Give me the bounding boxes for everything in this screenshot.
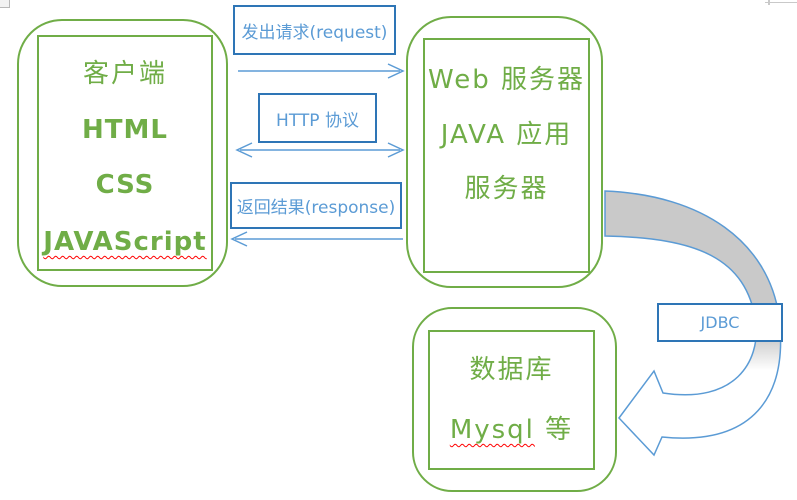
request-label: 发出请求(request)	[241, 22, 388, 43]
client-title: 客户端	[82, 59, 167, 89]
database-inner-box: 数据库 Mysql 等	[428, 330, 595, 470]
client-inner-box: 客户端 HTML CSS JAVAScript	[37, 35, 213, 271]
response-label-box: 返回结果(response)	[230, 182, 402, 229]
database-name-line: Mysql 等	[430, 415, 593, 445]
request-label-box: 发出请求(request)	[233, 5, 396, 55]
ruler-tick-artifact	[768, 0, 770, 5]
response-label: 返回结果(response)	[236, 198, 396, 218]
database-title: 数据库	[469, 355, 554, 385]
mysql-suffix-label: 等	[545, 415, 574, 445]
javascript-label: JAVAScript	[43, 227, 207, 257]
client-item-html: HTML	[82, 115, 168, 145]
server-line-web: Web 服务器	[428, 65, 585, 95]
server-line-java: JAVA 应用	[440, 120, 573, 150]
ruler-line-artifact	[765, 2, 797, 3]
http-label-box: HTTP 协议	[258, 93, 377, 143]
client-item-javascript: JAVAScript	[39, 227, 211, 257]
jdbc-label: JDBC	[700, 313, 740, 332]
curved-arrow-icon	[604, 190, 782, 457]
client-box: 客户端 HTML CSS JAVAScript	[17, 19, 228, 287]
arrow-double-icon	[235, 142, 405, 158]
server-line-server: 服务器	[464, 174, 549, 204]
mysql-label: Mysql	[449, 415, 535, 445]
window-corner-artifact	[0, 0, 10, 8]
server-box: Web 服务器 JAVA 应用 服务器	[406, 16, 603, 288]
arrow-left-icon	[230, 231, 403, 247]
http-label: HTTP 协议	[276, 110, 359, 131]
server-inner-box: Web 服务器 JAVA 应用 服务器	[423, 38, 590, 273]
arrow-right-icon	[238, 63, 405, 79]
jdbc-label-box: JDBC	[657, 303, 783, 342]
client-item-css: CSS	[95, 170, 155, 200]
database-box: 数据库 Mysql 等	[412, 307, 617, 492]
